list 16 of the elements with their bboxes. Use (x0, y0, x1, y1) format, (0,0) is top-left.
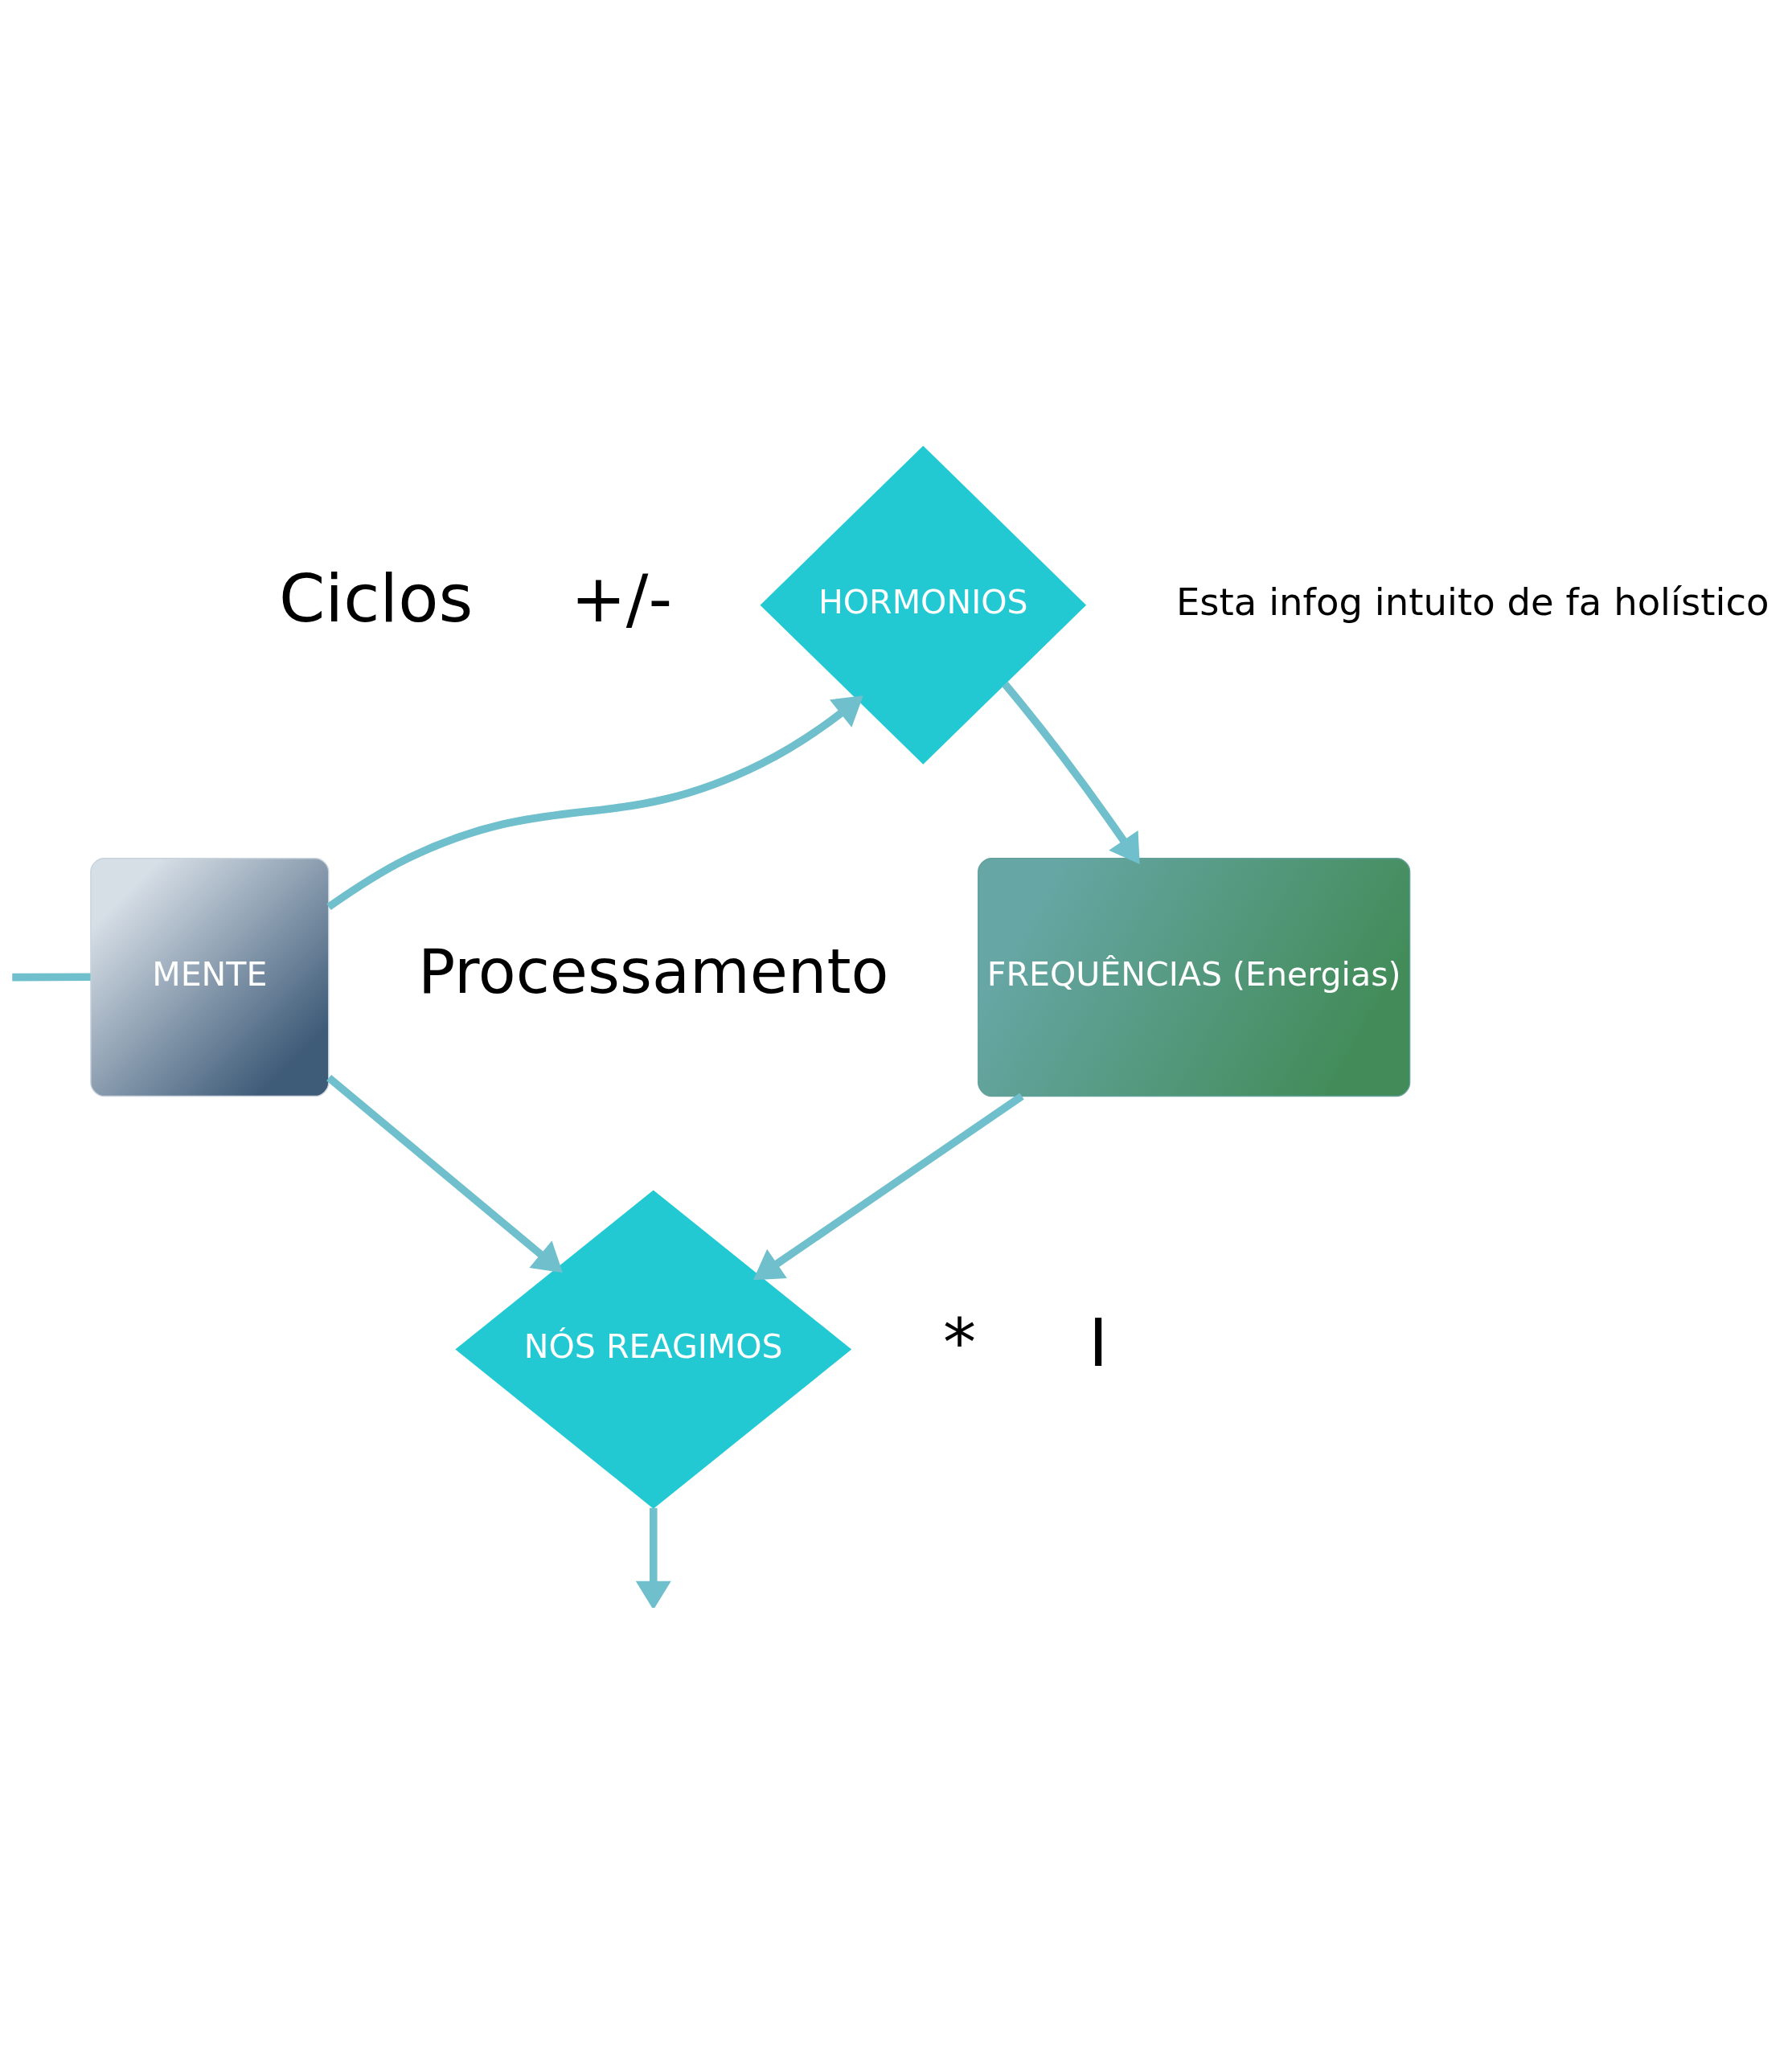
node-diamond: HORMONIOS (760, 445, 1087, 765)
node-box: FREQUÊNCIAS (Energias) (978, 858, 1411, 1097)
arrow (752, 1093, 1024, 1281)
label: I (1088, 1305, 1109, 1382)
label: +/- (570, 560, 673, 638)
arrow (326, 1074, 563, 1273)
connector (12, 973, 91, 982)
label: Esta infog intuito de fa holístico (1175, 580, 1769, 624)
label: Ciclos (278, 560, 474, 638)
label: * (942, 1305, 977, 1382)
arrow (635, 1507, 671, 1608)
label: Processamento (418, 935, 889, 1007)
node-diamond: NÓS REAGIMOS (455, 1190, 852, 1509)
arrow (1002, 682, 1140, 865)
node-box: MENTE (90, 858, 330, 1097)
arrow (326, 695, 863, 911)
